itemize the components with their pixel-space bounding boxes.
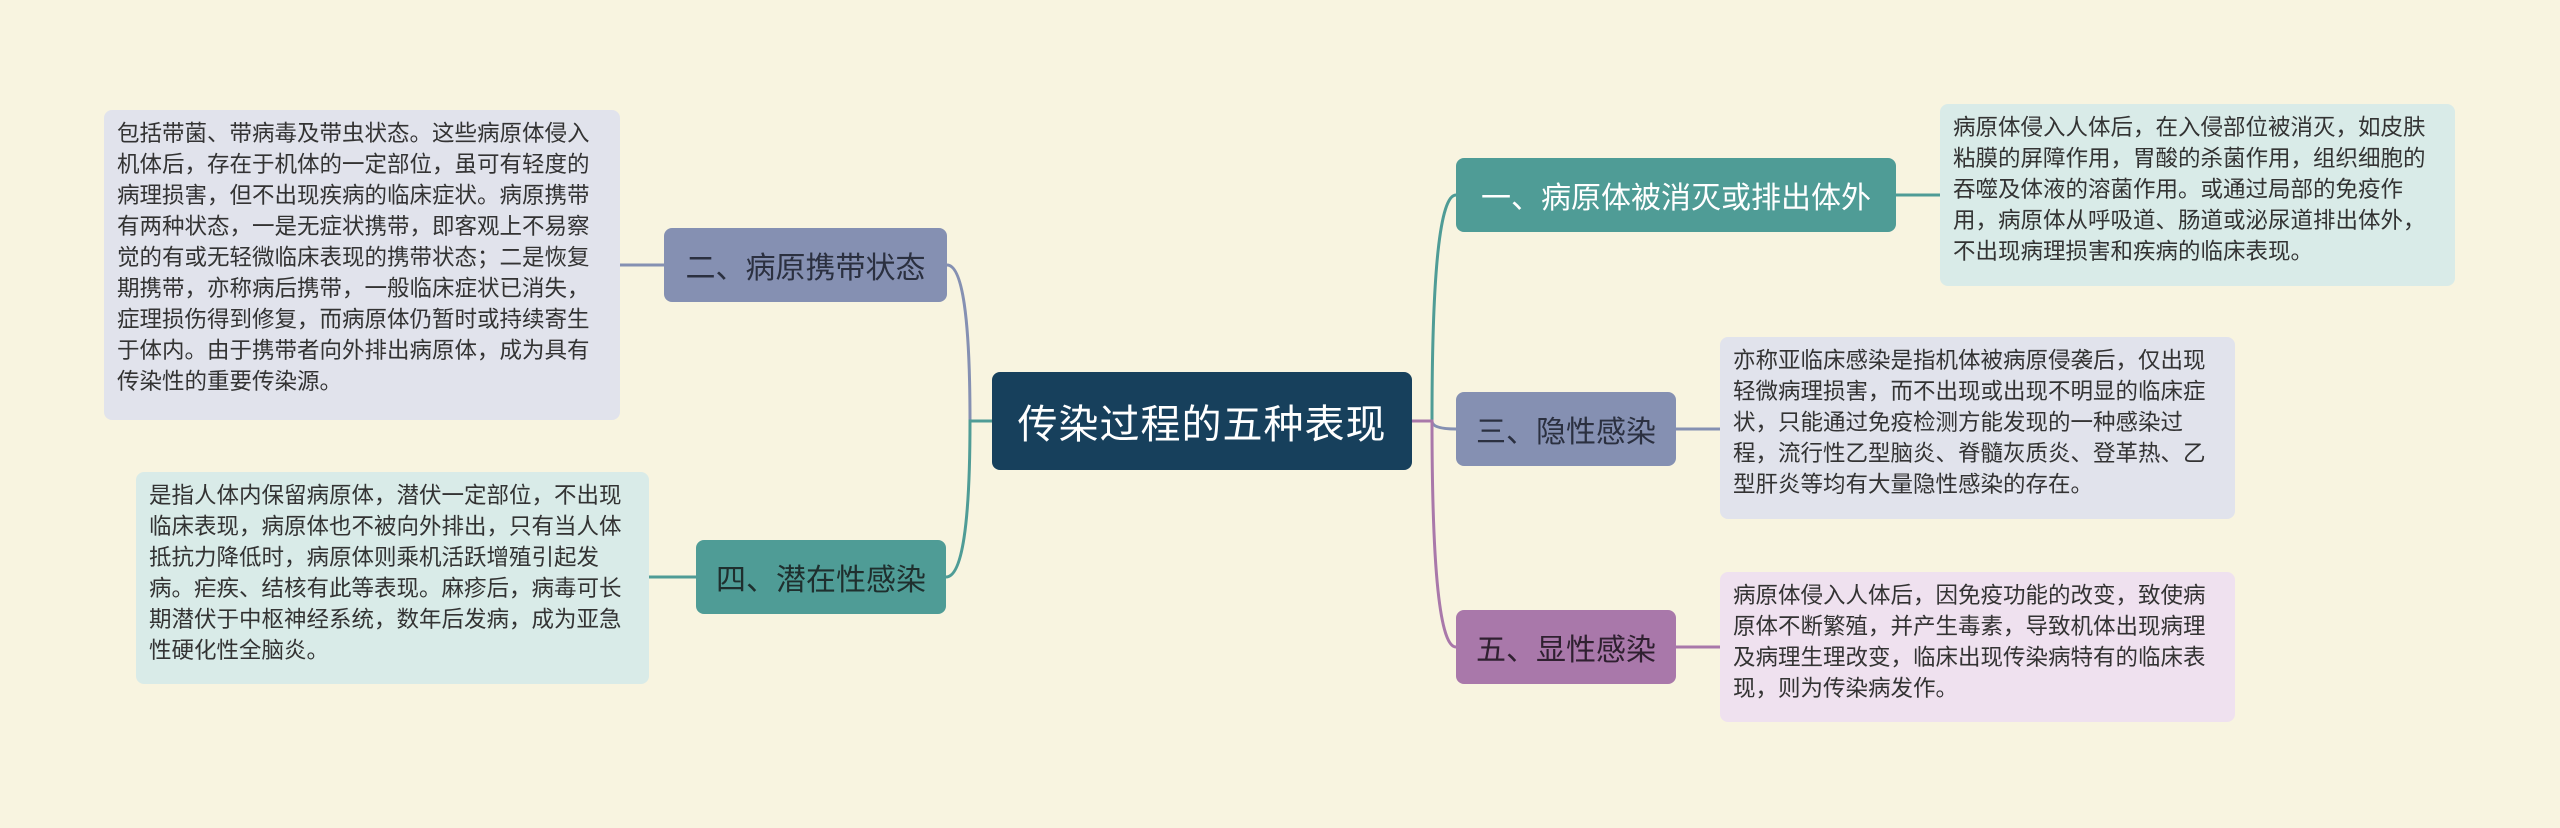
link-center-to-branch-4: [945, 419, 992, 579]
link-center-to-branch-5: [1412, 419, 1457, 649]
detail-node-2[interactable]: 包括带菌、带病毒及带虫状态。这些病原体侵入机体后，存在于机体的一定部位，虽可有轻…: [104, 110, 620, 420]
link-center-to-branch-2: [946, 263, 992, 423]
detail-node-4[interactable]: 是指人体内保留病原体，潜伏一定部位，不出现临床表现，病原体也不被向外排出，只有当…: [136, 472, 649, 684]
link-center-to-branch-1: [1412, 193, 1457, 423]
detail-node-3[interactable]: 亦称亚临床感染是指机体被病原侵袭后，仅出现轻微病理损害，而不出现或出现不明显的临…: [1720, 337, 2235, 519]
detail-node-5[interactable]: 病原体侵入人体后，因免疫功能的改变，致使病原体不断繁殖，并产生毒素，导致机体出现…: [1720, 572, 2235, 722]
branch-node-2[interactable]: 二、病原携带状态: [664, 228, 947, 302]
branch-node-4[interactable]: 四、潜在性感染: [696, 540, 946, 614]
branch-node-1[interactable]: 一、病原体被消灭或排出体外: [1456, 158, 1896, 232]
branch-node-3[interactable]: 三、隐性感染: [1456, 392, 1676, 466]
detail-node-1[interactable]: 病原体侵入人体后，在入侵部位被消灭，如皮肤粘膜的屏障作用，胃酸的杀菌作用，组织细…: [1940, 104, 2455, 286]
central-topic[interactable]: 传染过程的五种表现: [992, 372, 1412, 470]
branch-node-5[interactable]: 五、显性感染: [1456, 610, 1676, 684]
